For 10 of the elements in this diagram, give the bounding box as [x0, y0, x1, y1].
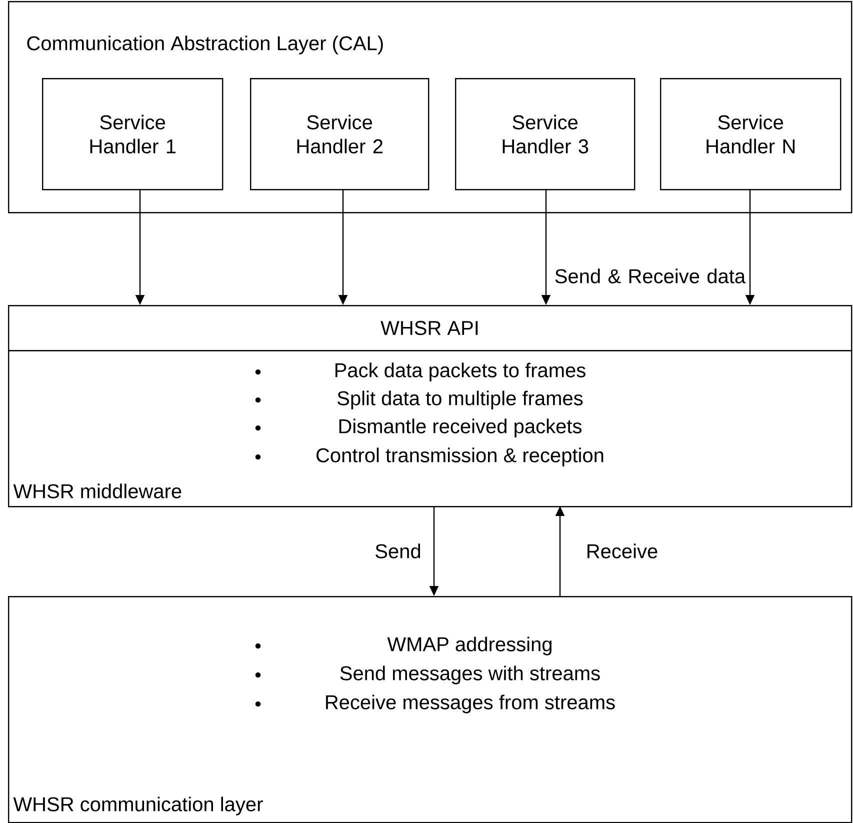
handler-box: Service Handler N: [660, 78, 842, 190]
layer-box: WMAP addressing Send messages with streams Receive messages from streams WHSR communication layer: [8, 596, 852, 823]
arrow-label: Send & Receive data: [555, 268, 746, 284]
edge-label: Send: [372, 542, 424, 560]
layer-box: Pack data packets to frames Split data to multiple frames Dismantle received packets Control transmission & reception WHSR middleware: [8, 350, 852, 508]
handler-box: Service Handler 2: [250, 78, 430, 190]
handler-box: Service Handler 1: [42, 78, 224, 190]
handler-box: Service Handler 3: [455, 78, 636, 190]
api-box: WHSR API: [8, 305, 852, 352]
edge-label: Receive: [584, 542, 660, 560]
